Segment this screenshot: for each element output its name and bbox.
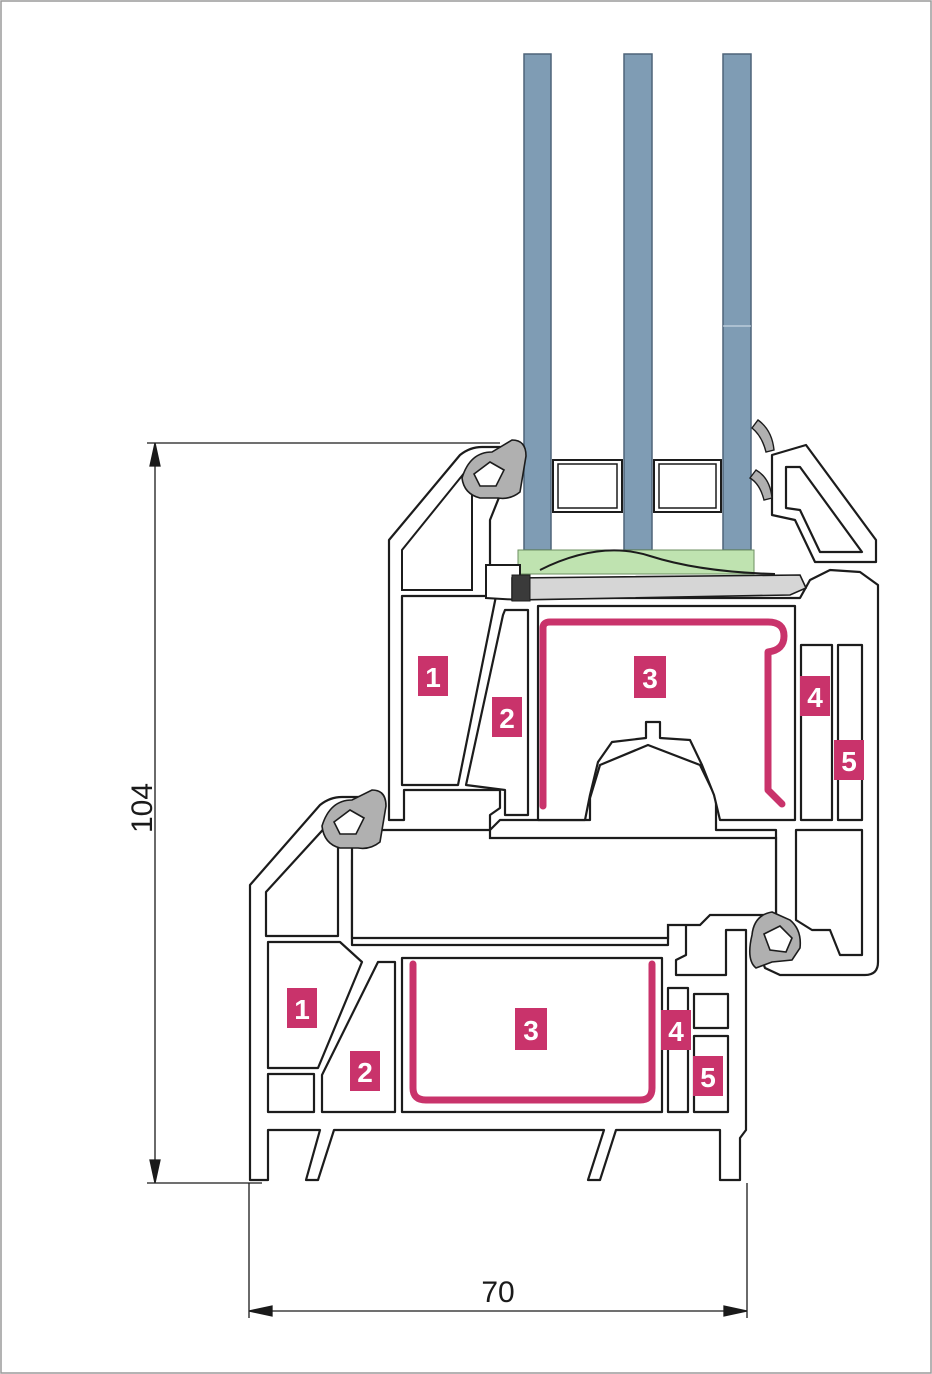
svg-text:5: 5	[700, 1062, 716, 1093]
gasket-frame-outer	[321, 789, 387, 850]
glazing-block	[511, 549, 808, 602]
width-dimension-label: 70	[481, 1276, 514, 1309]
svg-text:2: 2	[357, 1057, 373, 1088]
frame-chamber-label-5: 5	[693, 1056, 723, 1096]
svg-text:4: 4	[668, 1016, 684, 1047]
spacer-bar-right	[653, 459, 722, 513]
glass-pane-outer	[523, 53, 552, 551]
svg-text:3: 3	[523, 1015, 539, 1046]
svg-text:1: 1	[294, 994, 310, 1025]
svg-text:2: 2	[499, 703, 515, 734]
steel-reinforcement-sash	[539, 618, 788, 810]
sash-frame-overlap	[350, 828, 778, 940]
spacer-bar-left	[552, 459, 623, 513]
sash-chamber-label-1: 1	[418, 656, 448, 696]
triple-glazing	[517, 53, 755, 575]
glass-pane-inner	[722, 53, 752, 551]
steel-reinforcement-frame	[409, 960, 656, 1104]
sash-chamber-label-2: 2	[492, 697, 522, 737]
svg-text:3: 3	[642, 663, 658, 694]
svg-text:4: 4	[807, 682, 823, 713]
frame-chamber-label-3: 3	[515, 1008, 547, 1050]
height-dimension	[147, 442, 500, 1184]
frame-chamber-label-4: 4	[661, 1010, 691, 1050]
gasket-glazing-bead	[748, 419, 775, 501]
frame-chamber-label-2: 2	[350, 1051, 380, 1091]
svg-text:5: 5	[841, 746, 857, 777]
gasket-sash-inner	[748, 911, 802, 969]
height-dimension-label: 104	[126, 783, 159, 833]
width-dimension	[248, 1183, 748, 1318]
svg-text:1: 1	[425, 662, 441, 693]
frame-chamber-label-1: 1	[287, 988, 317, 1028]
gasket-sash-outer	[461, 439, 527, 500]
sash-chamber-label-4: 4	[800, 676, 830, 716]
sash-chamber-label-3: 3	[634, 656, 666, 698]
glass-pane-middle	[623, 53, 653, 551]
sash-chamber-label-5: 5	[834, 740, 864, 780]
